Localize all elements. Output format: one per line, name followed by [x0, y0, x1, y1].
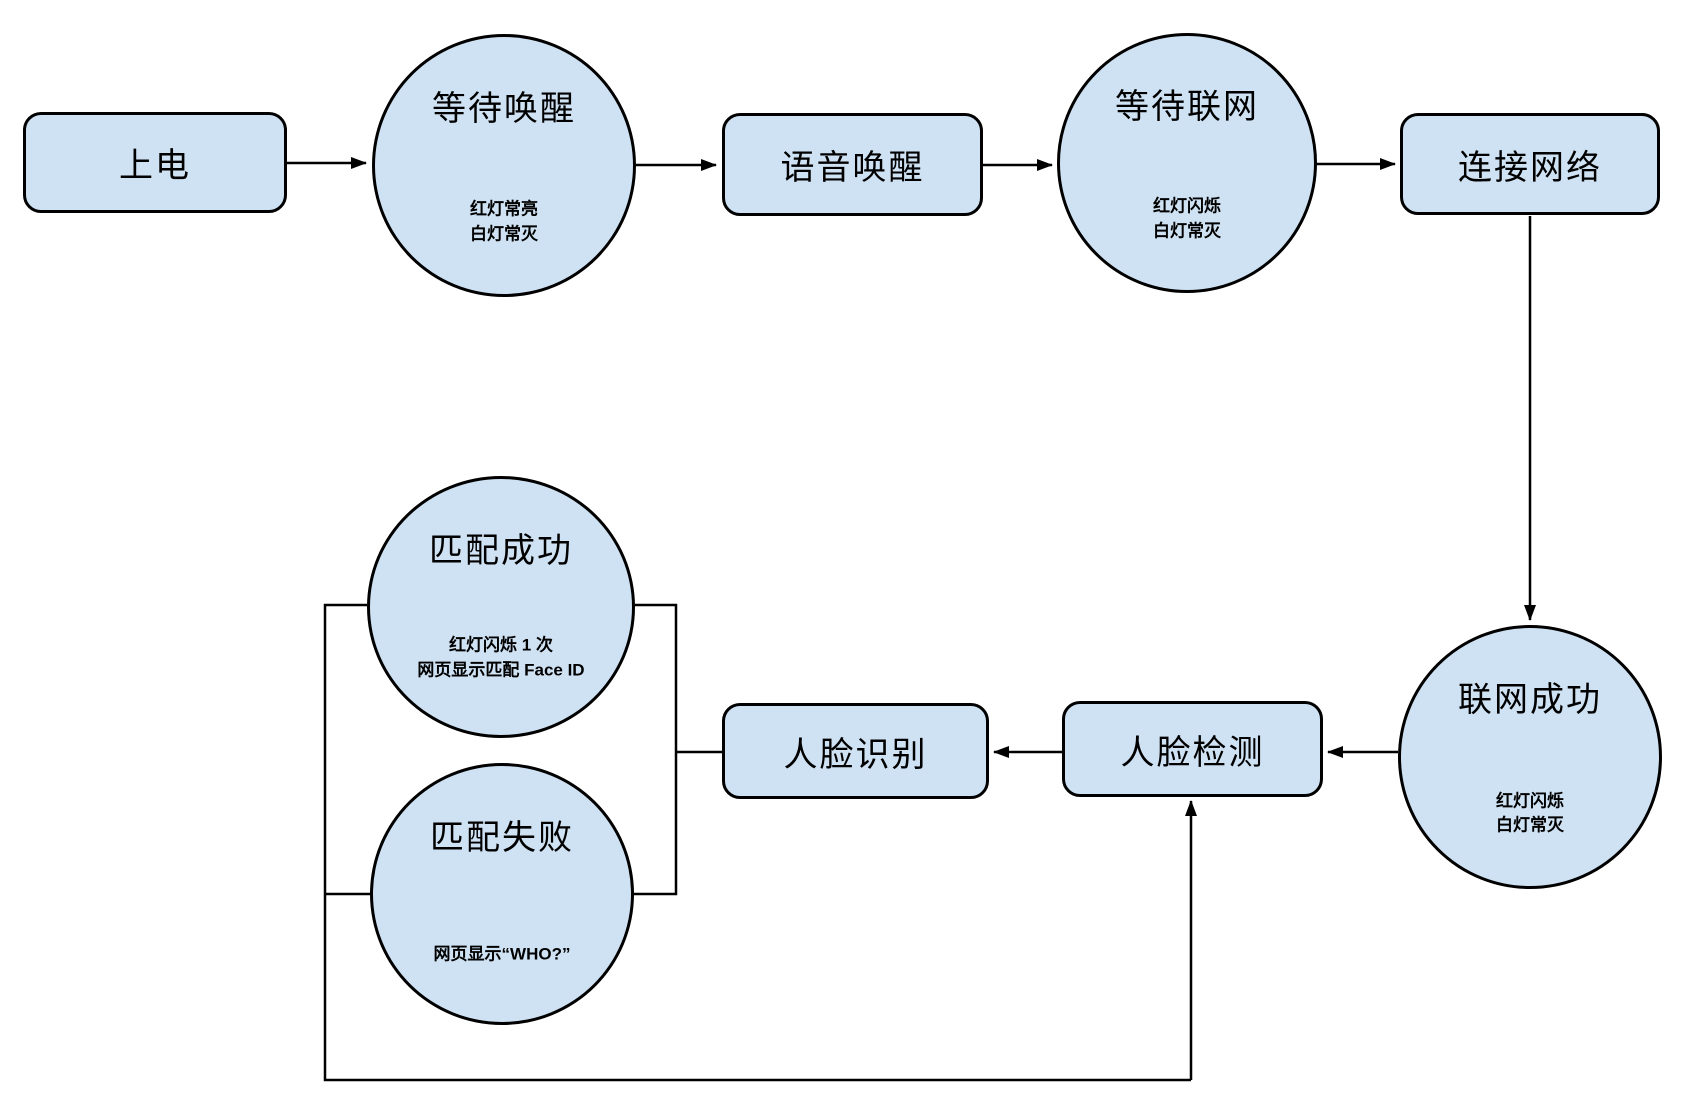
node-network-success-label: 联网成功	[1458, 680, 1602, 719]
node-face-recognize: 人脸识别	[722, 703, 989, 799]
edge-bracket-right	[634, 603, 722, 896]
node-wait-network: 等待联网 红灯闪烁 白灯常灭	[1057, 33, 1317, 293]
node-match-fail: 匹配失败 网页显示“WHO?”	[370, 763, 634, 1025]
node-match-success-subtext: 红灯闪烁 1 次 网页显示匹配 Face ID	[417, 635, 585, 680]
node-connect-network-label: 连接网络	[1458, 148, 1602, 187]
node-connect-network: 连接网络	[1400, 113, 1660, 215]
node-match-success: 匹配成功 红灯闪烁 1 次 网页显示匹配 Face ID	[367, 476, 635, 738]
node-match-fail-label: 匹配失败	[430, 818, 574, 857]
node-wait-wake: 等待唤醒 红灯常亮 白灯常灭	[372, 34, 636, 297]
node-power-on: 上电	[23, 112, 287, 213]
node-wait-wake-subtext: 红灯常亮 白灯常灭	[470, 199, 538, 244]
node-wait-network-label: 等待联网	[1115, 88, 1259, 127]
node-wait-wake-label: 等待唤醒	[432, 89, 576, 128]
node-match-fail-subtext: 网页显示“WHO?”	[433, 945, 571, 965]
node-voice-wake: 语音唤醒	[722, 113, 983, 216]
node-face-recognize-label: 人脸识别	[783, 735, 928, 774]
node-voice-wake-label: 语音唤醒	[780, 149, 925, 187]
node-match-success-label: 匹配成功	[429, 531, 573, 570]
node-power-on-label: 上电	[119, 147, 191, 185]
node-face-detect: 人脸检测	[1062, 701, 1323, 797]
node-wait-network-subtext: 红灯闪烁 白灯常灭	[1153, 196, 1221, 240]
node-network-success-subtext: 红灯闪烁 白灯常灭	[1496, 791, 1564, 835]
node-network-success: 联网成功 红灯闪烁 白灯常灭	[1398, 625, 1662, 889]
node-face-detect-label: 人脸检测	[1120, 733, 1265, 772]
edge-bracket-left-loop	[323, 603, 1191, 1082]
